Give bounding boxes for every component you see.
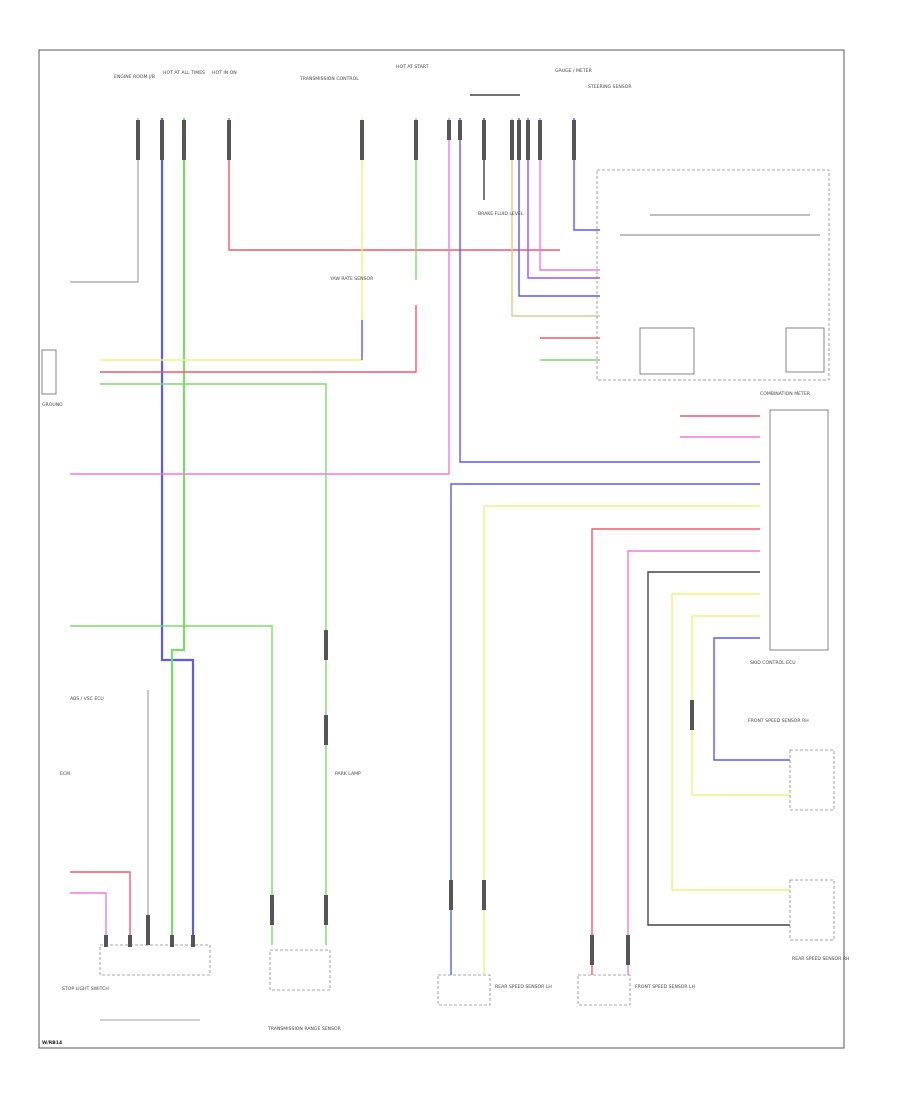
rear-speed-lh-box bbox=[437, 974, 491, 1006]
connector-marks bbox=[104, 120, 694, 965]
front-speed-rh-box bbox=[789, 749, 835, 811]
wire-green-lower bbox=[70, 625, 273, 945]
ecm-label: ECM bbox=[60, 771, 70, 777]
label-hot-start: HOT AT START bbox=[396, 64, 429, 70]
wire-blue-r4 bbox=[713, 637, 790, 761]
wire-pink-lower bbox=[627, 550, 760, 975]
wire-blue-r1 bbox=[518, 118, 600, 297]
wire-red-ll bbox=[70, 871, 131, 945]
stop-light-label: STOP LIGHT SWITCH bbox=[62, 986, 109, 992]
wire-yellow-lower bbox=[483, 505, 760, 975]
combination-meter-label: COMBINATION METER bbox=[760, 391, 811, 397]
skid-control-box bbox=[769, 409, 829, 651]
skid-control-label: SKID CONTROL ECU bbox=[750, 660, 796, 666]
label-hot-always: HOT AT ALL TIMES bbox=[163, 70, 205, 76]
wire-purple-r bbox=[527, 118, 600, 279]
inner-lamp-box bbox=[785, 327, 825, 373]
wire-green-long bbox=[100, 383, 327, 945]
wire-red-lower bbox=[591, 528, 760, 975]
front-speed-lh-box bbox=[577, 974, 631, 1006]
wire-blue-meter bbox=[459, 118, 760, 463]
front-speed-rh-label: FRONT SPEED SENSOR RH bbox=[748, 718, 809, 724]
front-speed-lh-label: FRONT SPEED SENSOR LH bbox=[635, 984, 695, 990]
wire-tan-r bbox=[511, 118, 600, 317]
ecm-connector-box bbox=[99, 944, 211, 976]
wire-red-mid bbox=[100, 305, 417, 373]
rear-speed-rh-label: REAR SPEED SENSOR RH bbox=[792, 956, 849, 962]
wire-blue-lower bbox=[450, 483, 760, 975]
label-steering: STEERING SENSOR bbox=[588, 84, 632, 90]
label-engine-room: ENGINE ROOM J/B bbox=[114, 74, 155, 80]
label-transmission: TRANSMISSION CONTROL bbox=[299, 76, 359, 82]
brake-fluid-label: BRAKE FLUID LEVEL bbox=[478, 211, 524, 217]
wire-yellow-r4 bbox=[691, 615, 790, 796]
transmission-range-label: TRANSMISSION RANGE SENSOR bbox=[267, 1026, 342, 1032]
wire-yellow-r3 bbox=[671, 593, 790, 891]
wire-green-main bbox=[170, 118, 186, 945]
footer-code: W/RB14 bbox=[42, 1040, 62, 1046]
yaw-rate-label: YAW RATE SENSOR bbox=[329, 276, 374, 282]
wire-pink-r bbox=[539, 118, 600, 271]
ground-connector bbox=[41, 349, 57, 395]
wire-gray-left bbox=[70, 118, 139, 283]
diagram-frame bbox=[38, 49, 845, 1049]
transmission-range-box bbox=[269, 949, 331, 991]
wire-black-lower bbox=[647, 571, 790, 926]
top-labels: ENGINE ROOM J/B HOT AT ALL TIMES HOT IN … bbox=[114, 64, 632, 90]
inner-switch-box bbox=[639, 327, 695, 375]
label-hot-in-on: HOT IN ON bbox=[212, 70, 237, 76]
label-gauge: GAUGE / METER bbox=[555, 68, 593, 74]
wire-blue-r2 bbox=[573, 118, 600, 231]
wire-blue-main bbox=[160, 118, 195, 945]
combination-meter-box bbox=[596, 169, 830, 381]
wire-pink-ll bbox=[70, 892, 107, 945]
abs-ecu-label: ABS / VSC ECU bbox=[70, 696, 104, 702]
wire-pink-mid bbox=[70, 118, 450, 475]
park-lamp-label: PARK LAMP bbox=[335, 771, 361, 777]
ground-label: GROUND bbox=[42, 402, 63, 408]
rear-speed-rh-box bbox=[789, 879, 835, 941]
rear-speed-lh-label: REAR SPEED SENSOR LH bbox=[495, 984, 552, 990]
